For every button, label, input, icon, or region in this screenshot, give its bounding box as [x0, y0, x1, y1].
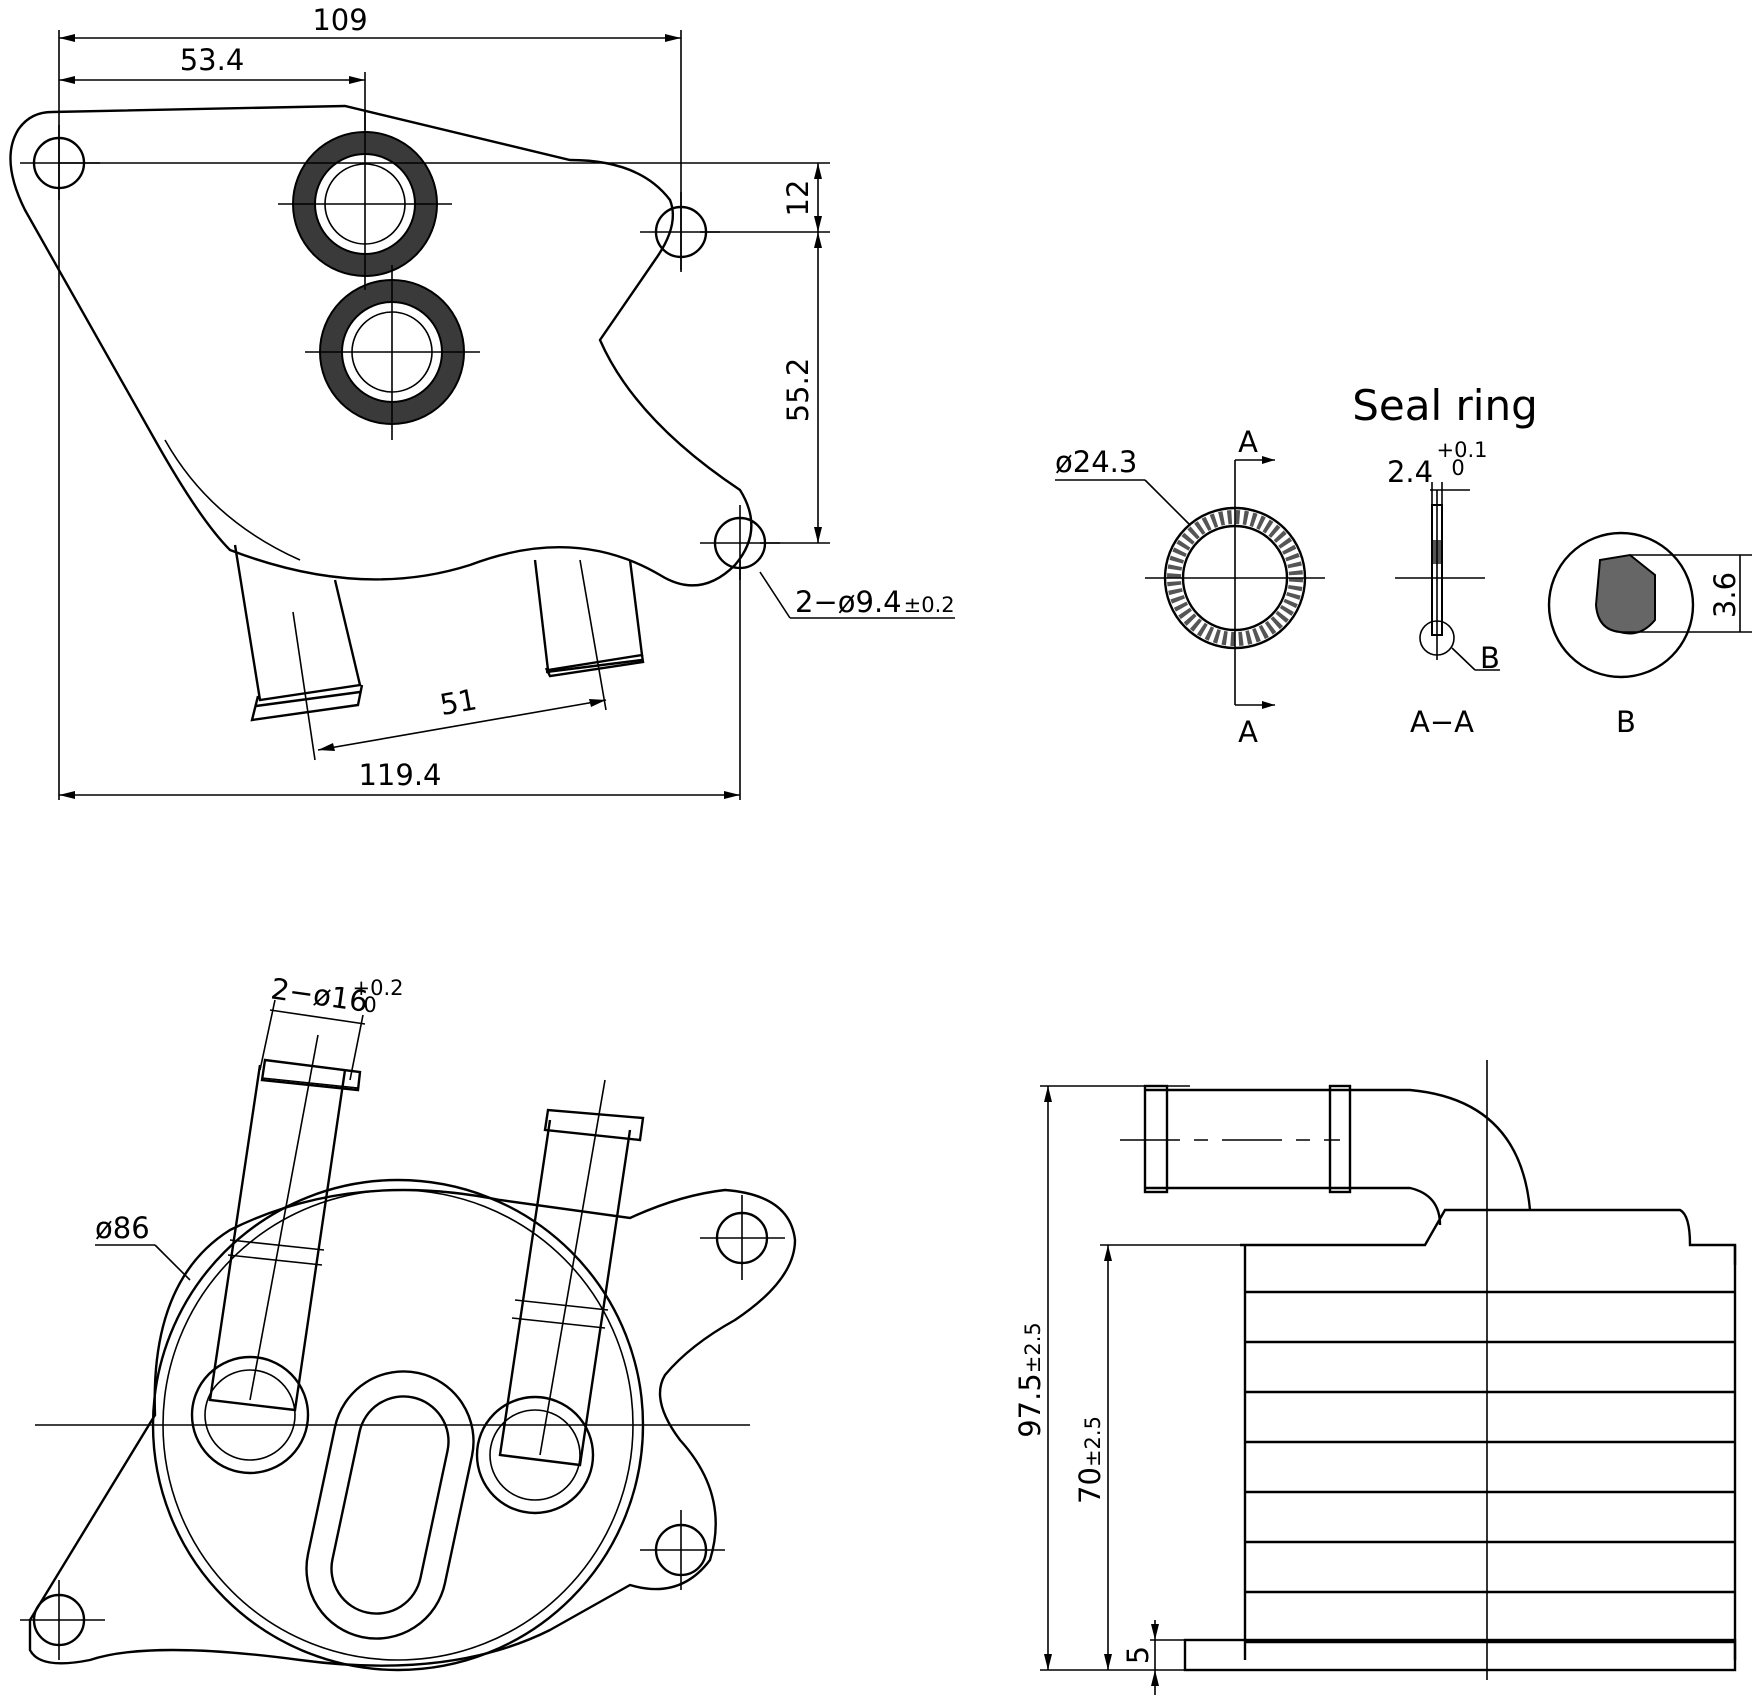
dim-body-diameter: ø86	[95, 1211, 150, 1245]
dim-seal-thickness: 2.4	[1387, 455, 1433, 489]
dim-seal-tol-lower: 0	[1451, 456, 1464, 480]
center-slot	[305, 1370, 475, 1640]
bottom-pipe-left	[208, 1064, 347, 1412]
dim-seal-height: 3.6	[1708, 572, 1742, 618]
bottom-view: 2−ø16 +0.2 0 ø86	[20, 971, 797, 1672]
label-detail-b: B	[1616, 705, 1636, 739]
dim-base-thickness: 5	[1121, 1646, 1155, 1664]
side-view: 97.5±2.5 70±2.5 5	[1013, 1060, 1737, 1695]
bottom-pipe-right	[498, 1119, 632, 1467]
seal-ring-title: Seal ring	[1352, 381, 1537, 430]
boss-right	[475, 1395, 595, 1515]
dim-total-height: 97.5±2.5	[1013, 1322, 1047, 1438]
section-mark-top: A	[1238, 425, 1258, 459]
flange-edge	[164, 439, 301, 561]
boss-left	[190, 1355, 310, 1475]
dim-seal-diameter: ø24.3	[1055, 445, 1137, 479]
pipe-left	[233, 544, 362, 702]
side-top-plate	[1240, 1208, 1737, 1265]
dim-stack-height: 70±2.5	[1073, 1416, 1107, 1504]
dim-seal-tol-upper: +0.1	[1437, 438, 1488, 462]
detail-circle	[1419, 620, 1455, 656]
fin-stack	[1243, 1245, 1737, 1660]
side-elbow-outer	[1145, 1088, 1532, 1211]
pipe-right	[533, 559, 644, 672]
dim-pipe-tol-lower: 0	[363, 993, 376, 1017]
label-section-a-a: A−A	[1410, 705, 1474, 739]
detail-b-profile	[1594, 553, 1656, 635]
dim-vertical-small: 12	[781, 180, 815, 217]
dim-mount-holes: 2−ø9.4±0.2	[795, 585, 955, 619]
dim-vertical-large: 55.2	[781, 358, 815, 423]
seal-ring-view: Seal ring A A ø24.3 2.4 +0.1 0 B A−A	[1055, 381, 1752, 749]
dim-pipe-spacing: 51	[437, 682, 479, 722]
dim-hole-offset: 53.4	[180, 43, 245, 77]
top-view: 109 53.4 12 55.2 51 119.4 2−ø9.4±0.2	[9, 3, 955, 800]
dim-bottom-width: 119.4	[358, 758, 441, 792]
dim-overall-width: 109	[312, 3, 367, 37]
detail-b-circle	[1547, 531, 1695, 679]
dim-pipe-tol-upper: +0.2	[353, 976, 404, 1000]
section-mark-bottom: A	[1238, 715, 1258, 749]
side-base	[1183, 1638, 1737, 1672]
flange-outline	[9, 104, 753, 587]
detail-mark: B	[1480, 641, 1500, 675]
